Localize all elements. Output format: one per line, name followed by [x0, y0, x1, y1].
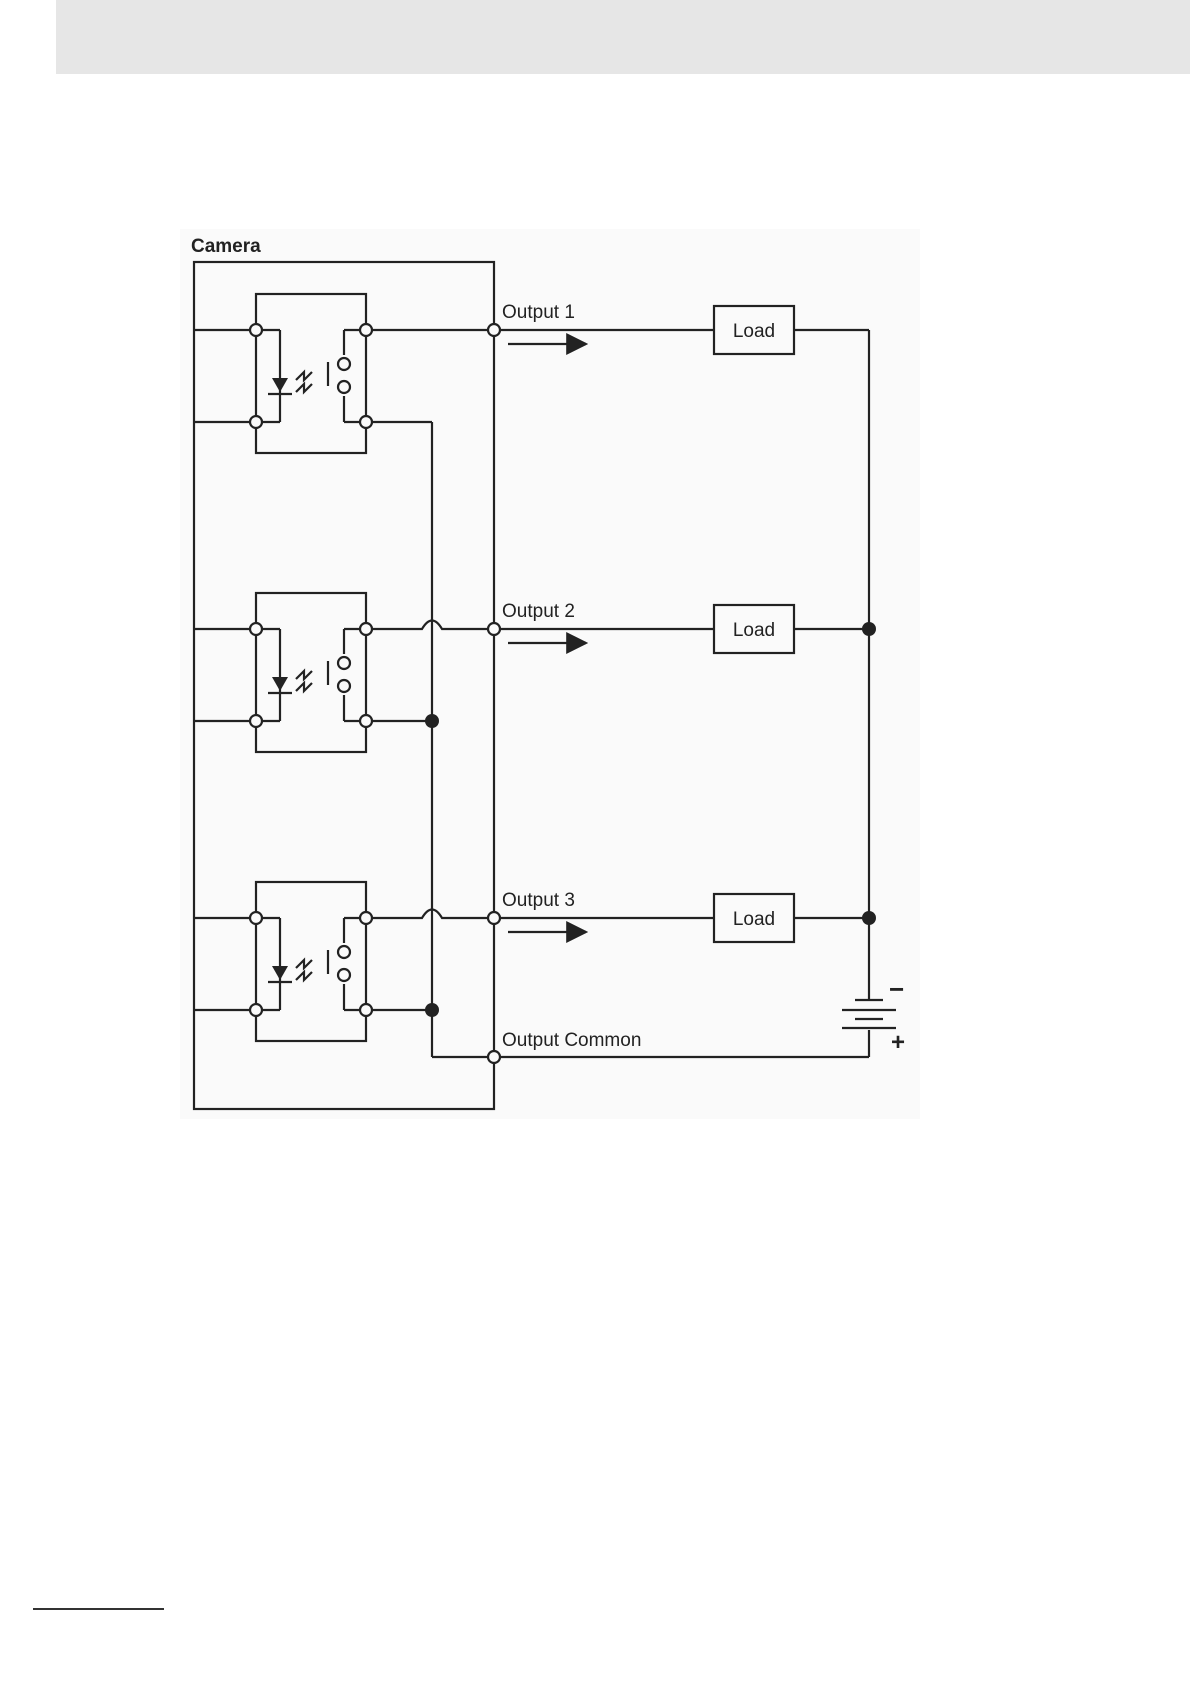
output-1-label: Output 1 — [502, 302, 575, 323]
battery-minus-label: − — [889, 974, 904, 1004]
battery-symbol — [842, 1000, 896, 1028]
junction-dot — [425, 1003, 439, 1017]
load-3-label: Load — [733, 909, 775, 930]
footer-rule — [33, 1608, 164, 1610]
battery-plus-label: + — [891, 1029, 905, 1056]
junction-dot — [862, 622, 876, 636]
optocoupler-1 — [194, 294, 366, 453]
output-2-label: Output 2 — [502, 601, 575, 622]
camera-label: Camera — [191, 236, 261, 257]
optocoupler-3 — [194, 882, 366, 1041]
optocoupler-2 — [194, 593, 366, 752]
load-2-label: Load — [733, 620, 775, 641]
output-common-label: Output Common — [502, 1030, 641, 1051]
output-3-label: Output 3 — [502, 890, 575, 911]
junction-dot — [862, 911, 876, 925]
load-1-label: Load — [733, 321, 775, 342]
junction-dot — [425, 714, 439, 728]
